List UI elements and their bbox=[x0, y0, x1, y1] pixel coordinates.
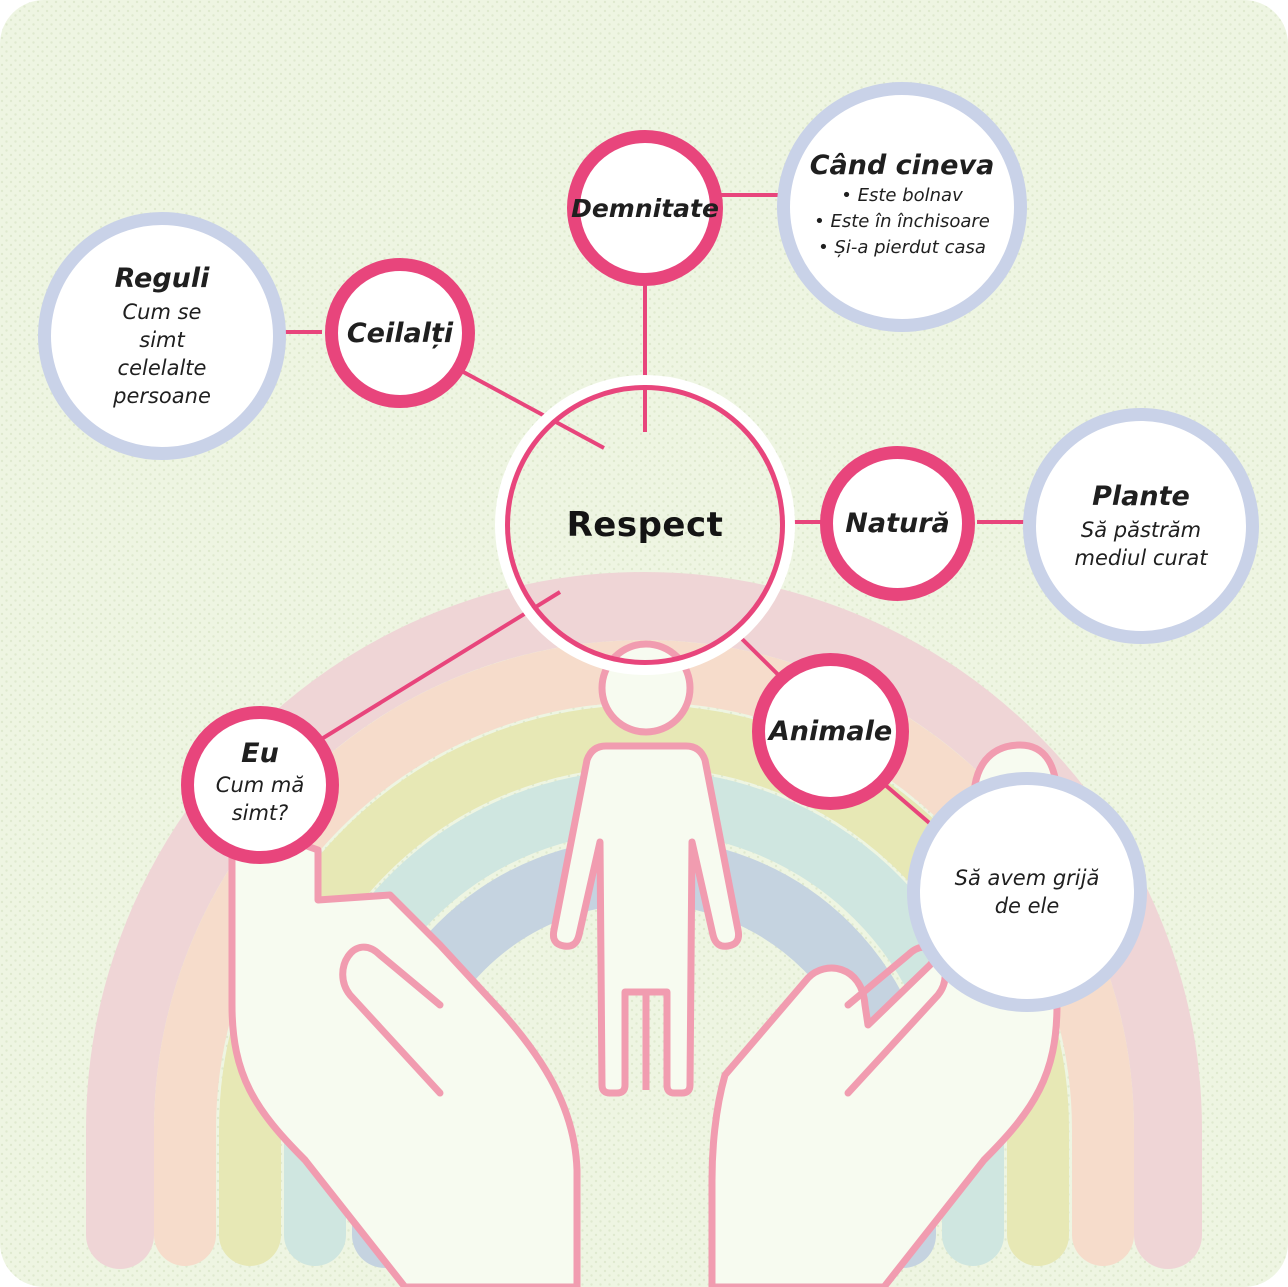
detail-text: Să păstrăm mediul curat bbox=[1074, 517, 1208, 570]
person-body-icon bbox=[550, 742, 742, 1097]
node-ceilalti: Ceilalți bbox=[325, 258, 475, 408]
node-label: Animale bbox=[768, 716, 893, 747]
detail-cand-cineva: Când cineva • Este bolnav • Este în înch… bbox=[777, 82, 1027, 332]
hands-icon bbox=[228, 741, 1061, 1287]
node-label: Ceilalți bbox=[346, 317, 454, 349]
detail-grija: Să avem grijă de ele bbox=[907, 772, 1147, 1012]
detail-title: Plante bbox=[1092, 480, 1190, 512]
detail-text: Cum se simt celelalte persoane bbox=[113, 299, 211, 408]
detail-item-2: • Este în închisoare bbox=[814, 210, 990, 232]
detail-plante: Plante Să păstrăm mediul curat bbox=[1023, 408, 1259, 644]
center-node-halo bbox=[495, 375, 795, 675]
node-animale: Animale bbox=[752, 653, 909, 810]
node-label: Eu bbox=[241, 737, 279, 769]
center-label: Respect bbox=[566, 505, 724, 545]
node-natura: Natură bbox=[820, 446, 975, 601]
center-node-respect: Respect bbox=[505, 385, 785, 665]
detail-title: Reguli bbox=[114, 262, 210, 294]
node-text: Cum mă simt? bbox=[215, 772, 305, 825]
detail-item-3: • Și-a pierdut casa bbox=[818, 236, 986, 258]
detail-reguli: Reguli Cum se simt celelalte persoane bbox=[38, 212, 286, 460]
node-eu: Eu Cum mă simt? bbox=[181, 706, 339, 864]
node-demnitate: Demnitate bbox=[567, 130, 723, 286]
detail-item-1: • Este bolnav bbox=[841, 184, 963, 206]
detail-text: Să avem grijă de ele bbox=[954, 866, 1100, 918]
detail-title: Când cineva bbox=[809, 149, 995, 181]
node-label: Demnitate bbox=[571, 193, 719, 223]
node-label: Natură bbox=[845, 508, 950, 539]
